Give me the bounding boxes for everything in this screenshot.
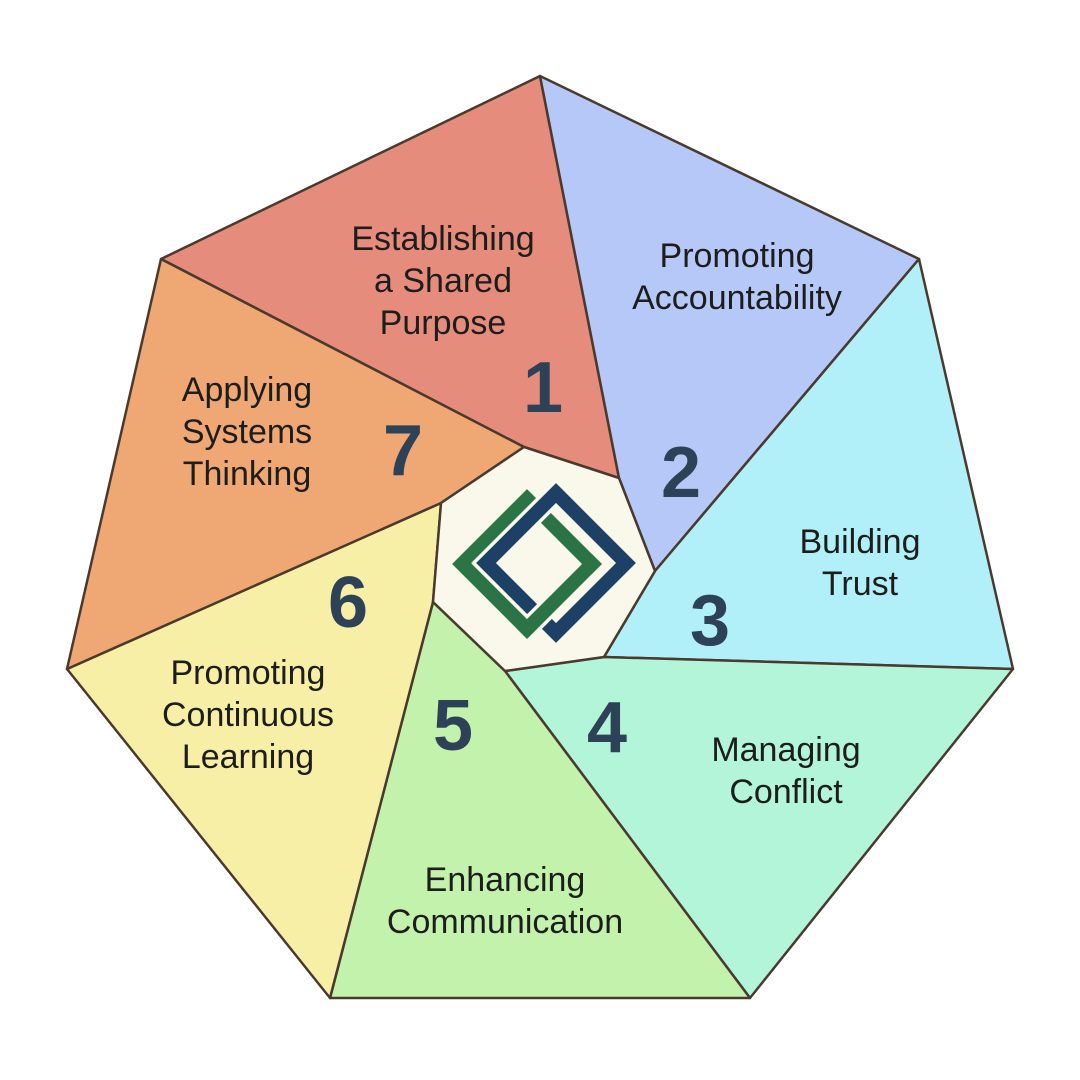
segment-number-2: 2 — [660, 433, 702, 513]
segment-number-1: 1 — [522, 348, 564, 428]
segment-number-6: 6 — [327, 563, 369, 643]
segment-number-7: 7 — [382, 411, 424, 491]
segment-label-4: Managing Conflict — [711, 731, 861, 811]
logo-weave-green-over — [517, 554, 602, 639]
segment-number-5: 5 — [432, 686, 474, 766]
segment-label-2: Promoting Accountability — [632, 237, 842, 317]
segment-label-7: Applying Systems Thinking — [181, 371, 313, 493]
logo-navy-diamond — [476, 483, 636, 643]
segment-label-5: Enhancing Communication — [386, 861, 624, 941]
center-heptagon — [431, 445, 657, 673]
segment-label-6: Promoting Continuous Learning — [161, 654, 335, 776]
center-logo — [452, 478, 641, 648]
segment-number-3: 3 — [689, 581, 731, 661]
segment-label-3: Building Trust — [799, 523, 921, 603]
segment-label-1: Establishing a Shared Purpose — [351, 220, 535, 342]
segment-number-4: 4 — [586, 688, 628, 768]
